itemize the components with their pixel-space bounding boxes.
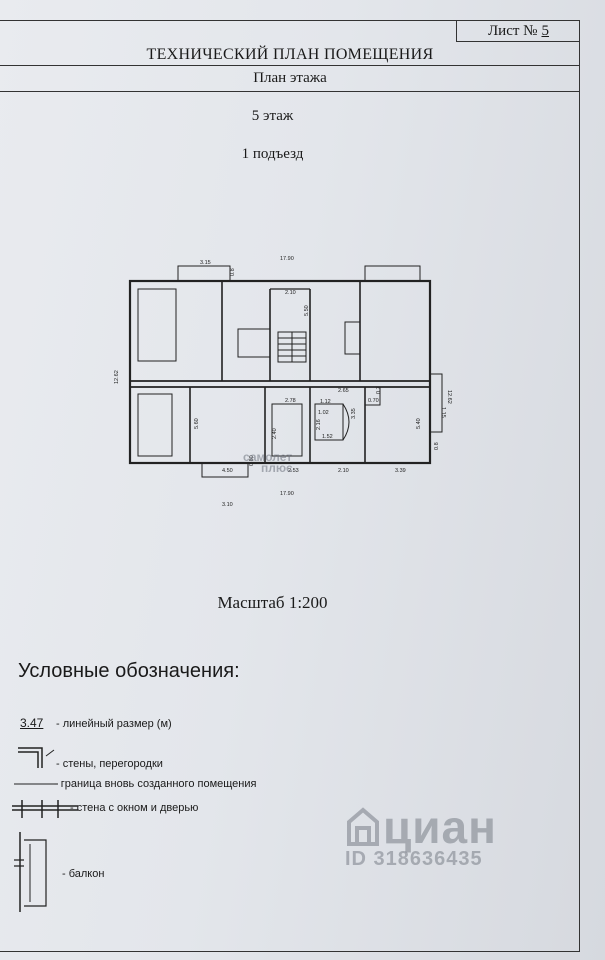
small-room [364,386,381,406]
legend-balcony-text: - балкон [62,868,105,880]
balcony-top-left [177,265,231,282]
dim-label: 2.78 [285,398,296,404]
dim-label: 12.62 [114,370,120,384]
inner-room [137,393,173,457]
closet [137,288,177,362]
dim-label: 5.40 [416,418,422,429]
dim-label: 1.52 [322,434,333,440]
dim-label: 2.65 [338,388,349,394]
dim-label: 12.62 [446,390,452,404]
dim-label: 1.02 [318,410,329,416]
floor-label: 5 этаж [251,108,294,124]
dim-label: 5.60 [194,418,200,429]
balcony-top-right [364,265,421,282]
dim-label: 1.12 [320,399,331,405]
window-wall-symbol-icon [12,800,78,818]
stamp-line-2: плюс [261,461,293,475]
cian-brand: циан [383,801,497,853]
dim-label: 0.8 [434,442,440,450]
dim-label: 0.80 [249,455,255,466]
balcony-bottom-left [201,462,249,478]
dim-label: 2.53 [288,468,299,474]
dim-label: 3.39 [395,468,406,474]
dim-label: 3.35 [351,408,357,419]
hall-curve [342,403,350,441]
dim-label: 2.16 [316,419,322,430]
legend-dim-sample: 3.47 [20,716,44,730]
stamp-watermark: самолет плюс [243,450,319,476]
stamp-line-1: самолет [243,450,293,464]
dim-label: 0.70 [368,398,379,404]
dim-label: 0.8 [230,268,236,276]
dim-label: 2.40 [272,428,278,439]
sheet-label: Лист № [488,23,538,39]
dim-label: 1.15 [440,407,446,418]
document-frame [0,20,580,952]
balcony-right [429,373,443,433]
cian-watermark: циан ID 318636435 [345,800,575,880]
inner-room [271,403,303,457]
entrance-label: 1 подъезд [241,146,304,162]
legend-window-text: - стена с окном и дверью [70,802,199,814]
cian-logo-icon [347,807,379,846]
hall-room [314,403,344,441]
boundary-symbol-icon [14,783,58,785]
dim-label: 17.90 [280,256,294,262]
dim-label: 2.10 [285,290,296,296]
dim-label: 3.15 [200,260,211,266]
floor-plan: 3.15 17.90 0.8 2.10 5.50 12.62 12.62 1.1… [114,256,452,508]
closet [237,328,271,358]
legend-dim-text: - линейный размер (м) [56,718,172,730]
dim-label: 2.10 [338,468,349,474]
sheet-number: 5 [541,23,549,39]
outer-wall [128,279,432,465]
closet [344,321,361,355]
dim-label: 5.50 [304,305,310,316]
dim-label: 17.90 [280,491,294,497]
balcony-symbol-icon [14,832,47,912]
scale-label: Масштаб 1:200 [217,593,328,612]
walls-symbol-icon [18,747,55,768]
legend-walls-text: - стены, перегородки [56,758,163,770]
listing-id: ID 318636435 [345,848,483,870]
document-title: ТЕХНИЧЕСКИЙ ПЛАН ПОМЕЩЕНИЯ [0,42,580,66]
legend-title: Условные обозначения: [18,660,240,682]
dim-label: 0.7 [376,386,382,394]
document-subtitle: План этажа [0,66,580,92]
legend-boundary-text: - граница вновь созданного помещения [54,778,257,790]
dim-label: 3.10 [222,502,233,508]
dim-label: 4.50 [222,468,233,474]
